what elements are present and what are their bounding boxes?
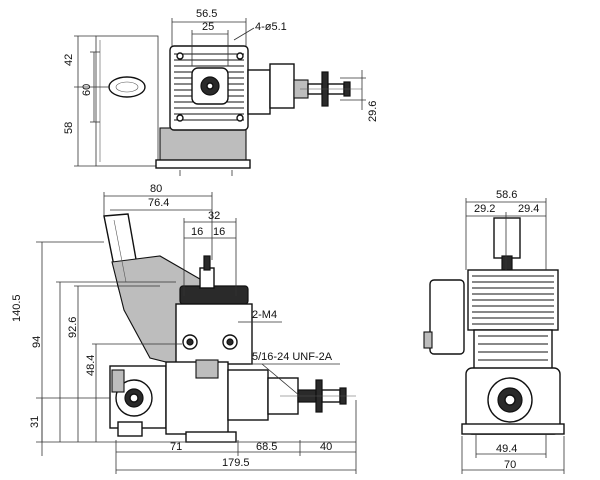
dim-31: 31 <box>29 416 41 428</box>
dim-16b: 16 <box>213 226 225 238</box>
front-cylinder <box>467 217 559 371</box>
side-crankcase <box>165 359 356 443</box>
dim-25: 25 <box>202 21 214 33</box>
top-dimension-lines <box>74 18 366 167</box>
callout-shaft-thread: 5/16-24 UNF-2A <box>252 351 333 363</box>
callout-2-m4: 2-M4 <box>252 309 277 321</box>
side-dimension-lines <box>36 192 357 474</box>
dim-29-2: 29.2 <box>474 203 495 215</box>
top-crankcase <box>247 63 362 115</box>
front-view: 58.6 29.2 29.4 49.4 70 <box>423 189 565 474</box>
top-cylinder-head <box>169 45 249 131</box>
dim-140-5: 140.5 <box>11 294 23 322</box>
dim-holes: 4-ø5.1 <box>255 21 287 33</box>
dim-42: 42 <box>63 54 75 66</box>
top-muffler <box>95 35 159 167</box>
dim-48-4: 48.4 <box>85 355 97 376</box>
front-cooling-fins <box>472 275 554 325</box>
dim-16a: 16 <box>191 226 203 238</box>
dim-68-5: 68.5 <box>256 441 277 453</box>
dim-49-4: 49.4 <box>496 443 517 455</box>
dim-56-5: 56.5 <box>196 8 217 20</box>
dim-70: 70 <box>504 459 516 471</box>
front-dimension-lines <box>461 198 565 474</box>
dim-32: 32 <box>208 210 220 222</box>
dim-29-4: 29.4 <box>518 203 539 215</box>
dim-92-6: 92.6 <box>67 317 79 338</box>
dim-60: 60 <box>81 84 93 96</box>
top-view: 56.5 25 4-ø5.1 42 60 58 29.6 <box>63 8 379 176</box>
dim-76-4: 76.4 <box>148 197 169 209</box>
dim-80: 80 <box>150 183 162 195</box>
side-carburetor <box>109 365 167 437</box>
dim-94: 94 <box>31 336 43 348</box>
dim-58-6: 58.6 <box>496 189 517 201</box>
front-crankcase <box>461 367 565 440</box>
top-mount-base <box>155 127 251 176</box>
front-muffler <box>423 279 465 355</box>
dim-29-6: 29.6 <box>367 101 379 122</box>
dim-40: 40 <box>320 441 332 453</box>
dim-179-5: 179.5 <box>222 457 250 469</box>
dim-58: 58 <box>63 122 75 134</box>
side-view: 80 76.4 32 16 16 140.5 94 92.6 48.4 31 7… <box>11 183 357 474</box>
dim-71: 71 <box>170 441 182 453</box>
side-cylinder <box>175 255 253 365</box>
